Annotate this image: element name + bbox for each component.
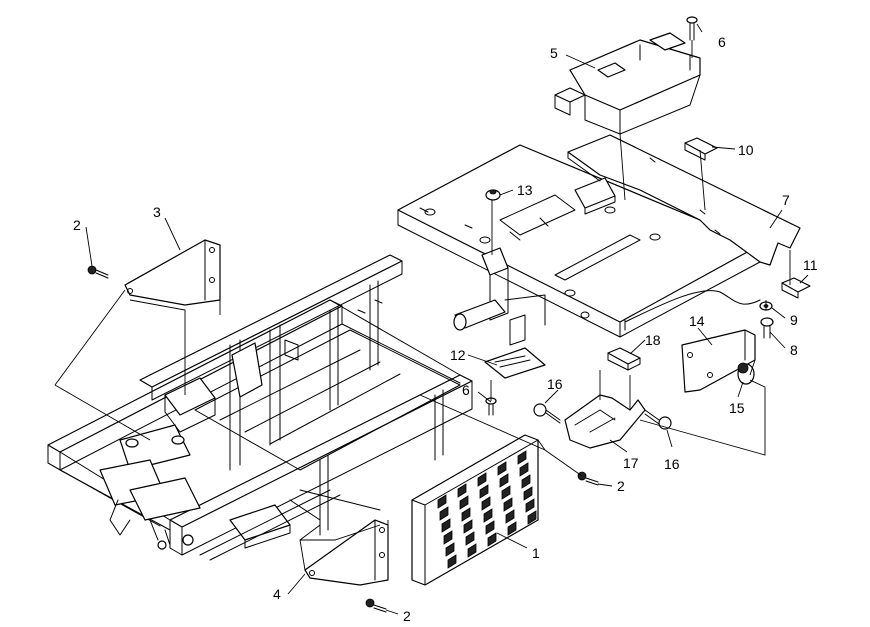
part-12-plate [484,347,546,379]
callout-3: 3 [153,204,161,220]
vent-slot [459,495,469,510]
vent-slot [485,520,495,535]
vent-slot [465,531,475,546]
vent-slot [467,543,477,558]
vent-slot [439,506,449,521]
vent-slot [505,509,515,524]
vent-slot [507,521,517,536]
callout-14: 14 [689,313,705,329]
vent-slot [443,530,453,545]
callout-18: 18 [645,332,661,348]
vent-slot [457,483,467,498]
vent-slot [519,462,529,477]
vent-slot [445,542,455,557]
callout-4: 4 [273,586,281,602]
callout-8: 8 [790,342,798,358]
callout-16-left: 16 [547,376,563,392]
callout-17: 17 [623,455,639,471]
part-10-spacer [684,137,718,161]
callout-15: 15 [729,400,745,416]
callout-2-bottom: 2 [403,608,411,624]
callout-leaders [85,23,809,615]
vent-slot [523,486,533,501]
callout-2-mid: 2 [617,478,625,494]
vent-slot [525,498,535,513]
vent-slot [481,496,491,511]
part-1-vented-panel [411,434,539,586]
vent-slot [477,472,487,487]
part-17-holder [564,394,646,449]
screw-2-left [87,265,109,279]
vent-slot [527,510,537,525]
vent-slot [463,519,473,534]
part-15-bushing [737,362,755,385]
vent-slot [517,450,527,465]
callout-7: 7 [782,192,790,208]
callout-6-mid: 6 [462,382,470,398]
screw-8 [760,317,774,339]
vent-slot [503,497,513,512]
part-7-cover-plate [567,134,801,266]
callout-2-left: 2 [73,217,81,233]
nut-13 [485,189,501,201]
callout-9: 9 [790,312,798,328]
vent-slot [497,461,507,476]
screw-16-left [533,403,561,424]
vent-slot [487,532,497,547]
vent-slot [501,485,511,500]
screw-6-top [686,16,698,41]
vent-slot [461,507,471,522]
part-11-spacer [781,277,811,299]
callout-12: 12 [450,347,466,363]
leader-lines [54,40,791,580]
vent-slot [499,473,509,488]
callout-16-right: 16 [664,456,680,472]
callout-6-top: 6 [718,34,726,50]
callout-labels: 1 2 2 2 3 4 5 6 6 7 8 9 10 11 12 13 14 1… [73,34,818,624]
fasteners [87,16,774,613]
callout-13: 13 [517,182,533,198]
part-5-top-cover [554,32,701,135]
vent-slot [521,474,531,489]
vent-slot [437,494,447,509]
vent-slot [479,484,489,499]
vent-slot [441,518,451,533]
vent-slot [447,554,457,569]
screw-2-mid [577,471,599,486]
callout-11: 11 [803,257,818,273]
callout-1: 1 [532,545,540,561]
main-frame [47,254,473,561]
screw-2-bottom [365,598,387,613]
top-plate-assembly [397,144,761,346]
part-18-spacer [607,347,641,371]
part-4-bracket [304,519,389,586]
screw-16-right [644,409,672,430]
vent-slot [483,508,493,523]
callout-5: 5 [550,45,558,61]
part-3-bracket [124,239,221,306]
callout-10: 10 [738,142,754,158]
